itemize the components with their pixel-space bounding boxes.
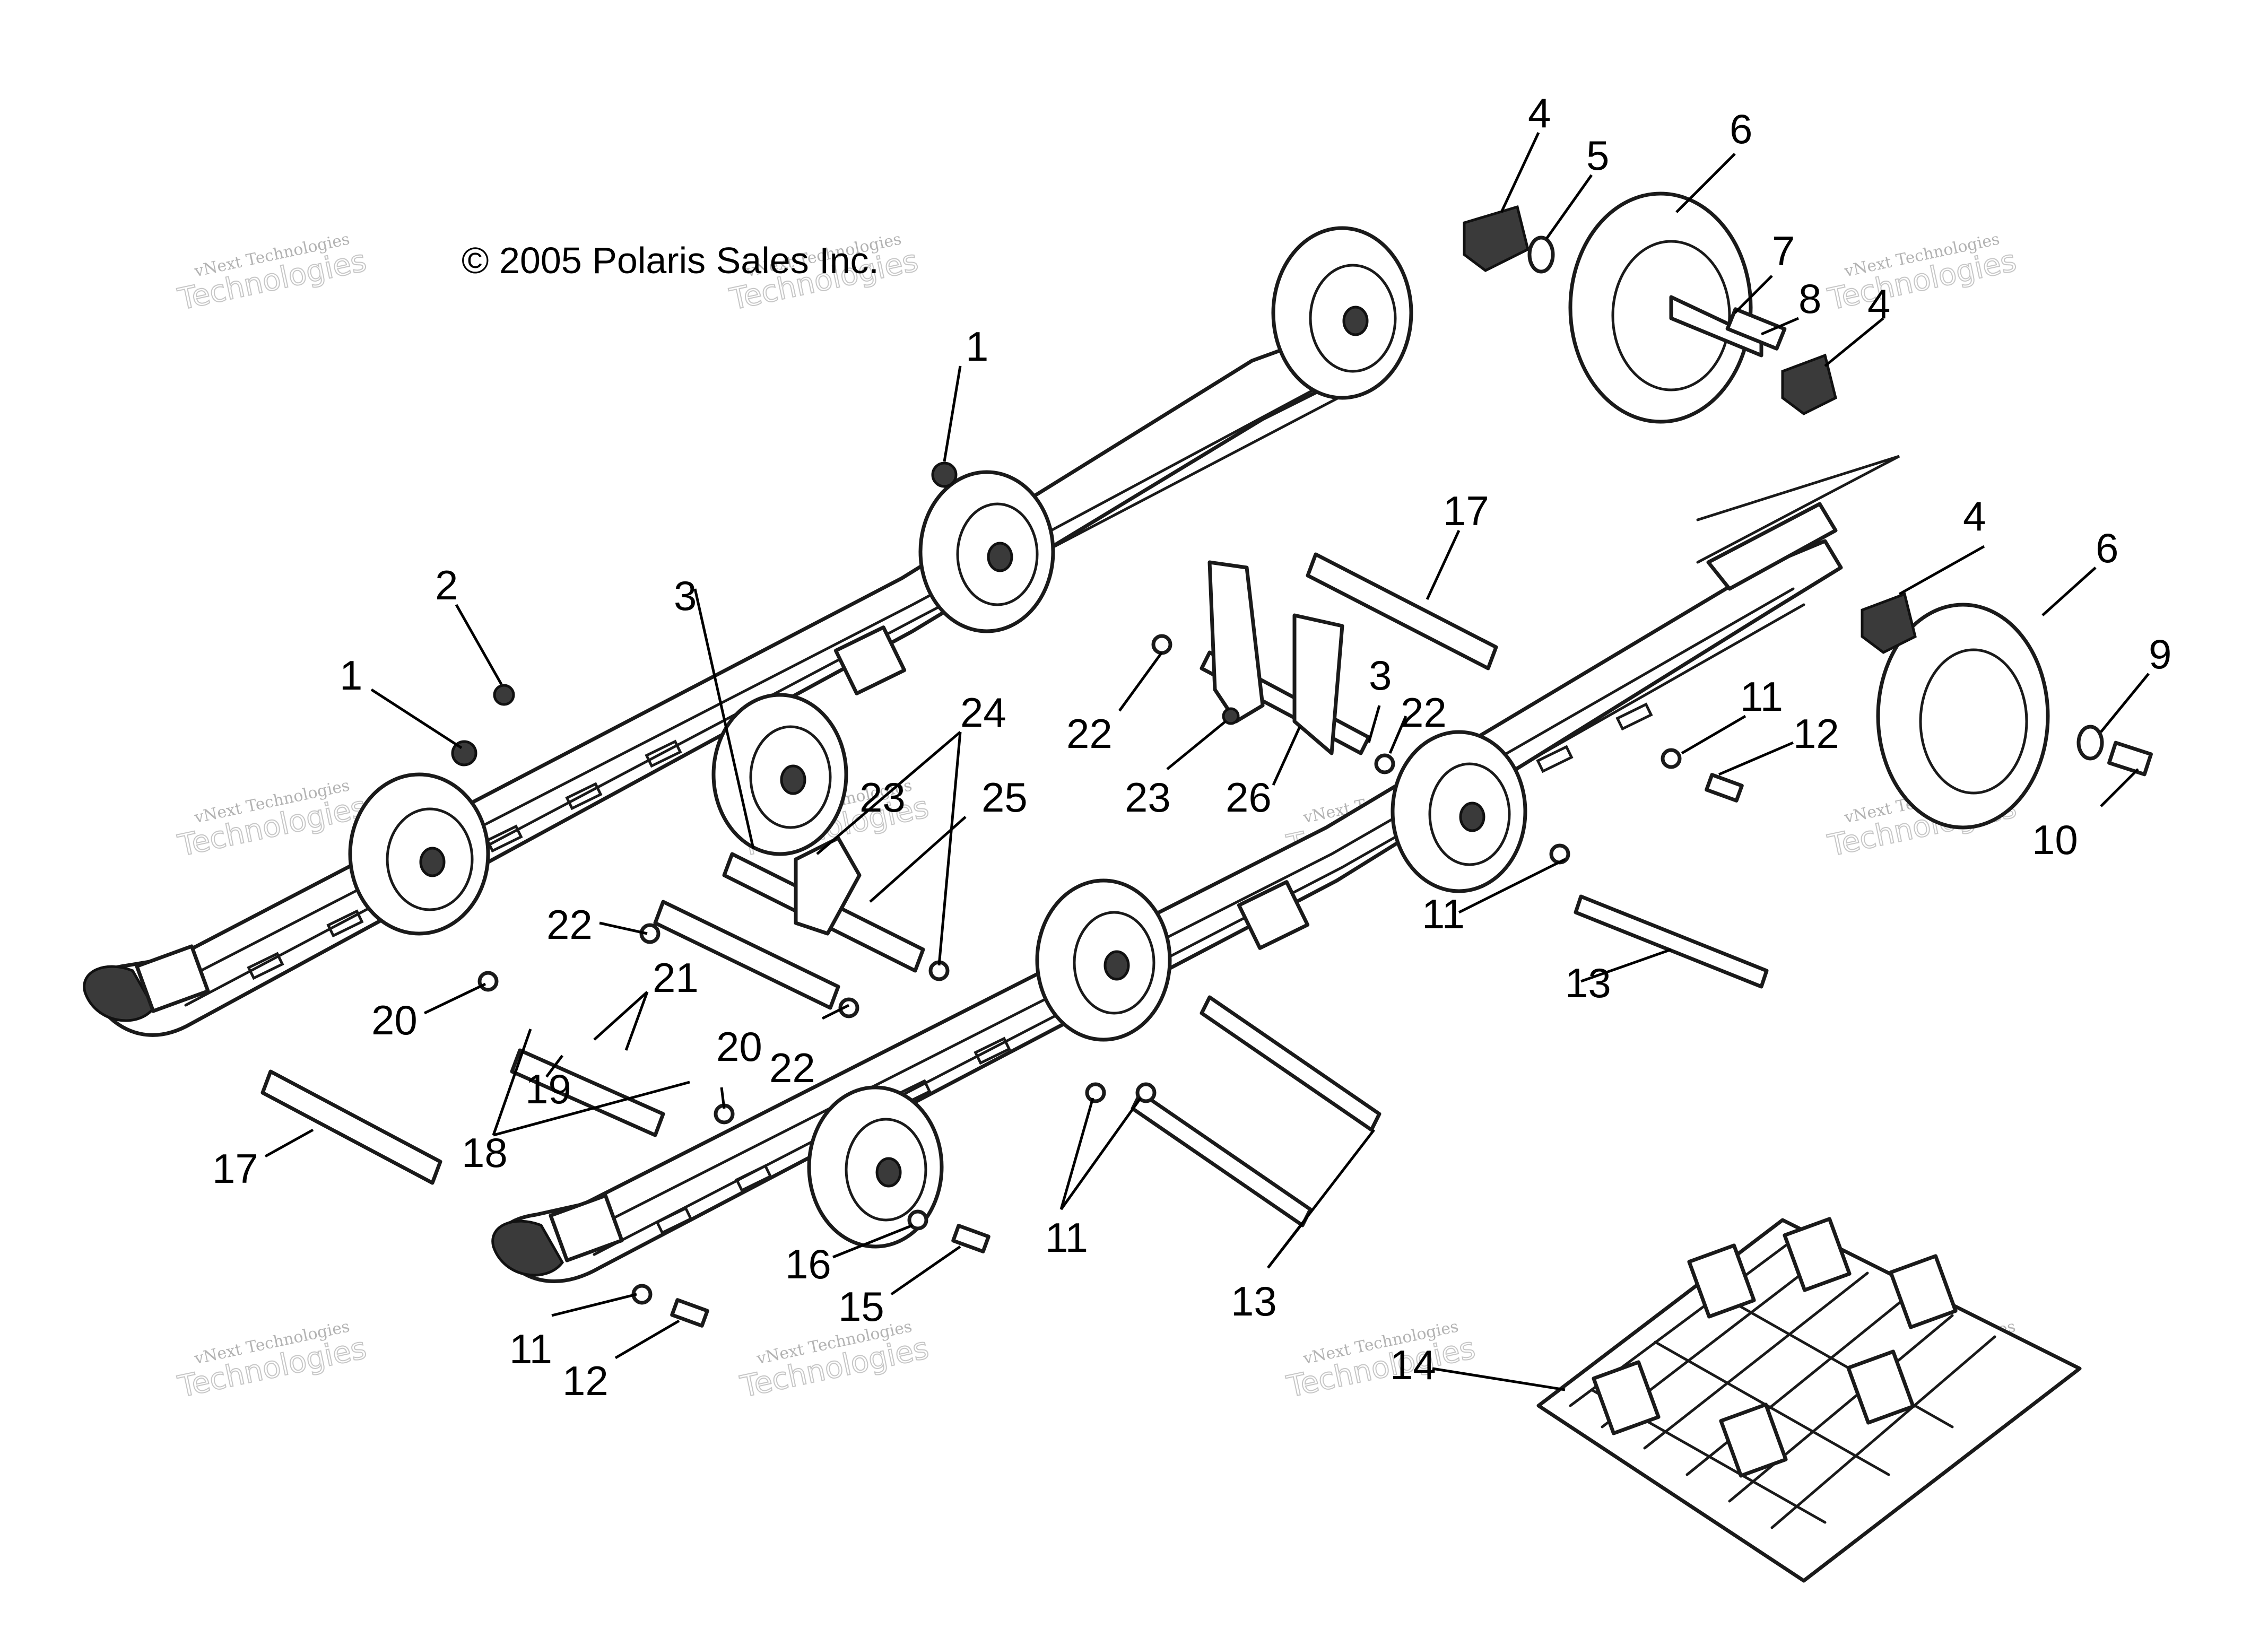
copyright-notice: © 2005 Polaris Sales Inc.	[462, 240, 879, 281]
callout-17: 17	[1443, 487, 1489, 534]
callouts: 1 1 2 3 3 4 4 4 5 6 6 7 8 9 10 11 11 11 …	[212, 90, 2171, 1404]
track-lugs	[1592, 1217, 1958, 1478]
callout-25: 25	[981, 774, 1028, 821]
callout-9: 9	[2149, 631, 2171, 677]
callout-2: 2	[435, 562, 458, 608]
leader-lines	[264, 132, 2150, 1391]
callout-14: 14	[1390, 1341, 1436, 1388]
hardware	[451, 461, 1744, 1328]
rear-axle-parts	[1463, 191, 2153, 830]
callout-11: 11	[1422, 891, 1465, 937]
callout-11: 11	[1045, 1214, 1088, 1261]
callout-23: 23	[1125, 774, 1171, 821]
wheel	[1391, 730, 1527, 893]
callout-12: 12	[1793, 710, 1839, 757]
callout-1: 1	[340, 652, 362, 699]
shafts	[260, 552, 1769, 1227]
callout-16: 16	[785, 1241, 831, 1287]
callout-13: 13	[1565, 960, 1611, 1006]
callout-8: 8	[1798, 275, 1821, 322]
idler-wheels	[348, 226, 1527, 1249]
callout-22: 22	[1066, 710, 1113, 757]
wheel	[711, 693, 848, 856]
callout-3: 3	[1369, 652, 1392, 699]
callout-23: 23	[859, 774, 906, 821]
track	[1536, 1217, 2082, 1583]
callout-18: 18	[462, 1129, 508, 1176]
wheel	[1035, 878, 1172, 1042]
wheel	[807, 1085, 944, 1249]
callout-3: 3	[674, 572, 697, 619]
callout-4: 4	[1963, 493, 1986, 539]
callout-17: 17	[212, 1145, 258, 1192]
callout-5: 5	[1586, 132, 1609, 179]
wheel	[1271, 226, 1413, 400]
wheel	[348, 772, 490, 936]
callout-11: 11	[509, 1326, 552, 1372]
right-rail	[491, 502, 1843, 1283]
callout-20: 20	[371, 997, 418, 1043]
callout-21: 21	[653, 954, 699, 1001]
callout-19: 19	[525, 1066, 571, 1112]
callout-13: 13	[1231, 1278, 1277, 1325]
callout-10: 10	[2032, 816, 2078, 863]
callout-7: 7	[1772, 228, 1795, 274]
callout-6: 6	[2096, 525, 2118, 571]
callout-1: 1	[966, 323, 988, 370]
callout-26: 26	[1226, 774, 1272, 821]
callout-11: 11	[1740, 673, 1783, 720]
wheel	[918, 470, 1055, 633]
callout-22: 22	[1401, 689, 1447, 736]
brackets	[794, 560, 1344, 936]
callout-12: 12	[562, 1357, 609, 1404]
callout-22: 22	[769, 1044, 815, 1091]
callout-4: 4	[1867, 281, 1890, 327]
callout-24: 24	[960, 689, 1006, 736]
callout-6: 6	[1730, 106, 1752, 152]
callout-22: 22	[546, 901, 593, 948]
callout-20: 20	[716, 1023, 762, 1070]
callout-4: 4	[1528, 90, 1551, 136]
callout-15: 15	[838, 1283, 884, 1330]
